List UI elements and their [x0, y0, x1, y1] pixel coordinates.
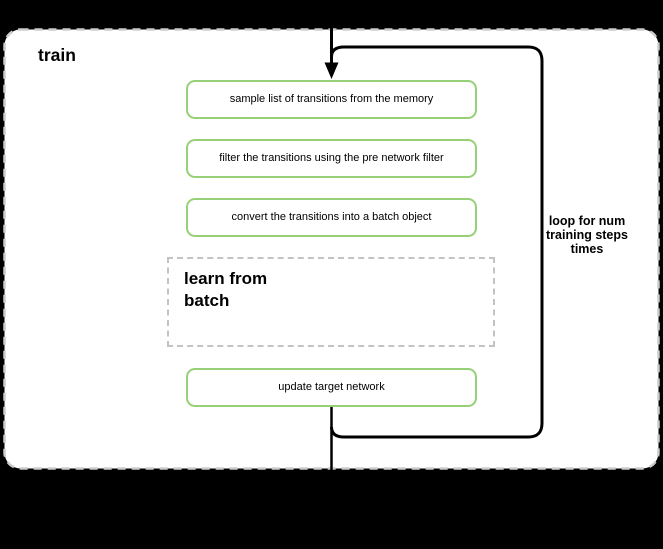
loop-count-annotation: loop for num training steps times: [546, 214, 628, 256]
node-convert-batch: convert the transitions into a batch obj…: [186, 198, 477, 237]
node-filter-transitions: filter the transitions using the pre net…: [186, 139, 477, 178]
diagram-title: train: [38, 45, 76, 65]
loop-boundary: [330, 45, 544, 439]
learn-from-batch-label: learn from batch: [184, 269, 268, 310]
incoming-arrowhead-icon: [324, 62, 339, 79]
node-learn-from-batch: learn from batch: [167, 257, 495, 347]
node-update-target-network: update target network: [186, 368, 477, 407]
node-sample-transitions: sample list of transitions from the memo…: [186, 80, 477, 119]
